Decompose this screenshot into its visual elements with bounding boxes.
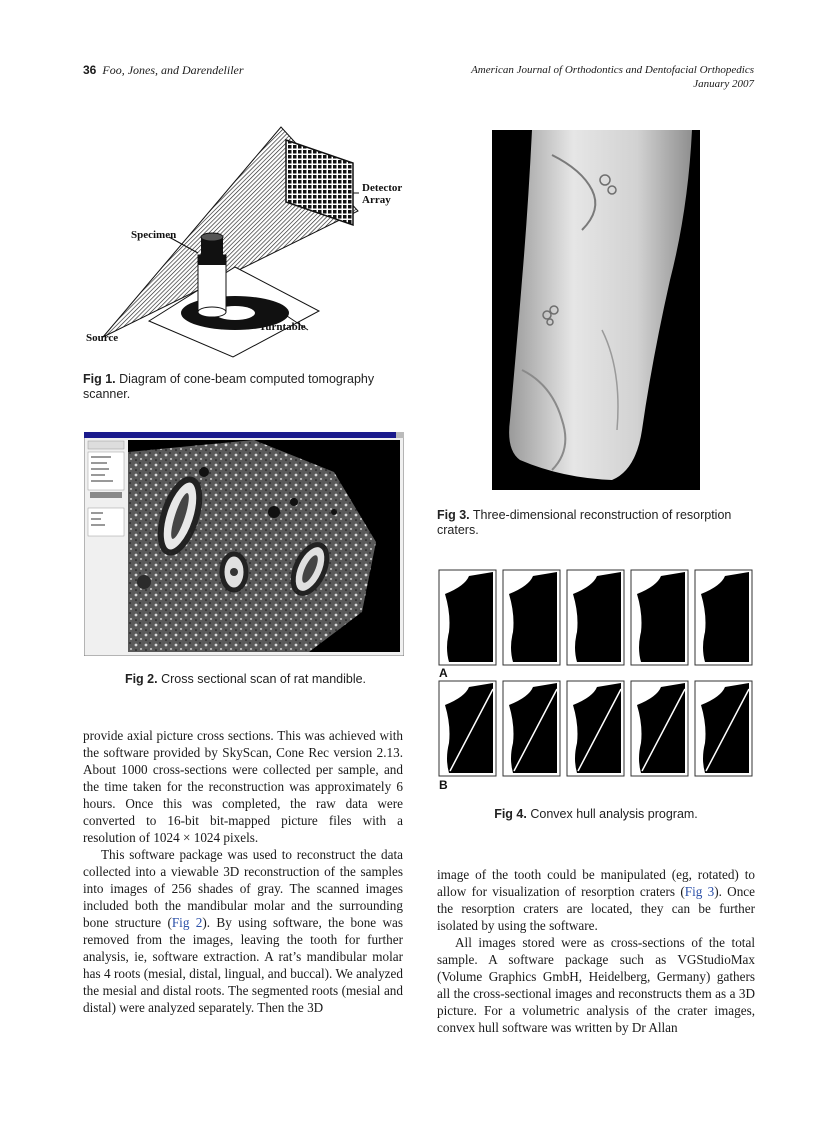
page-number: 36	[83, 63, 97, 77]
figure-2-caption-text: Cross sectional scan of rat mandible.	[161, 672, 367, 686]
right-paragraph-1: image of the tooth could be manipulated …	[437, 867, 755, 933]
array-label: Array	[362, 194, 391, 206]
root-surface	[509, 130, 692, 480]
left-paragraph-2: This software package was used to recons…	[83, 847, 404, 1015]
figure-1-caption: Fig 1. Diagram of cone-beam computed tom…	[83, 372, 408, 402]
detector-array	[285, 138, 354, 227]
row-b-panels	[438, 680, 753, 777]
figure-2-label: Fig 2.	[124, 672, 158, 686]
figure-1-label: Fig 1.	[83, 372, 116, 386]
journal-name: American Journal of Orthodontics and Den…	[471, 64, 754, 76]
right-paragraph-2: All images stored were as cross-sections…	[437, 935, 755, 1035]
specimen-label: Specimen	[131, 229, 176, 241]
issue-date: January 2007	[693, 78, 754, 90]
figure-4-caption: Fig 4. Convex hull analysis program.	[437, 807, 755, 822]
detector-label: Detector	[362, 182, 402, 194]
turntable-label: Turntable	[259, 321, 306, 333]
right-column-text: image of the tooth could be manipulated …	[437, 866, 755, 1036]
figure-1-caption-text: Diagram of cone-beam computed tomography…	[83, 372, 375, 401]
resorption-craters	[542, 174, 617, 326]
running-header-right: American Journal of Orthodontics and Den…	[414, 63, 754, 91]
fig-2-link[interactable]: Fig 2	[171, 915, 203, 930]
figure-3-caption-text: Three-dimensional reconstruction of reso…	[437, 508, 732, 537]
row-a-label: A	[439, 666, 448, 680]
running-authors: Foo, Jones, and Darendeliler	[102, 63, 244, 77]
fig-3-link[interactable]: Fig 3	[684, 884, 715, 899]
figure-2-scan	[84, 432, 404, 656]
specimen-cylinder	[197, 232, 227, 318]
row-b-label: B	[439, 778, 448, 790]
figure-2-caption: Fig 2. Cross sectional scan of rat mandi…	[83, 672, 408, 687]
figure-4-caption-text: Convex hull analysis program.	[530, 807, 698, 821]
figure-1-diagram: Detector Array Specimen Turntable Source	[83, 125, 408, 360]
left-column-text: provide axial picture cross sections. Th…	[83, 727, 403, 1016]
row-a-panels	[438, 569, 753, 666]
figure-3-reconstruction	[492, 130, 700, 490]
left-paragraph-1: provide axial picture cross sections. Th…	[83, 728, 403, 845]
source-label: Source	[86, 332, 118, 344]
figure-4-label: Fig 4.	[494, 807, 527, 821]
running-header-left: 36 Foo, Jones, and Darendeliler	[83, 63, 244, 78]
scan-control-panel	[87, 440, 125, 537]
figure-3-caption: Fig 3. Three-dimensional reconstruction …	[437, 508, 755, 538]
figure-3-label: Fig 3.	[437, 508, 470, 522]
figure-4-convex-hull: A B	[437, 568, 755, 790]
